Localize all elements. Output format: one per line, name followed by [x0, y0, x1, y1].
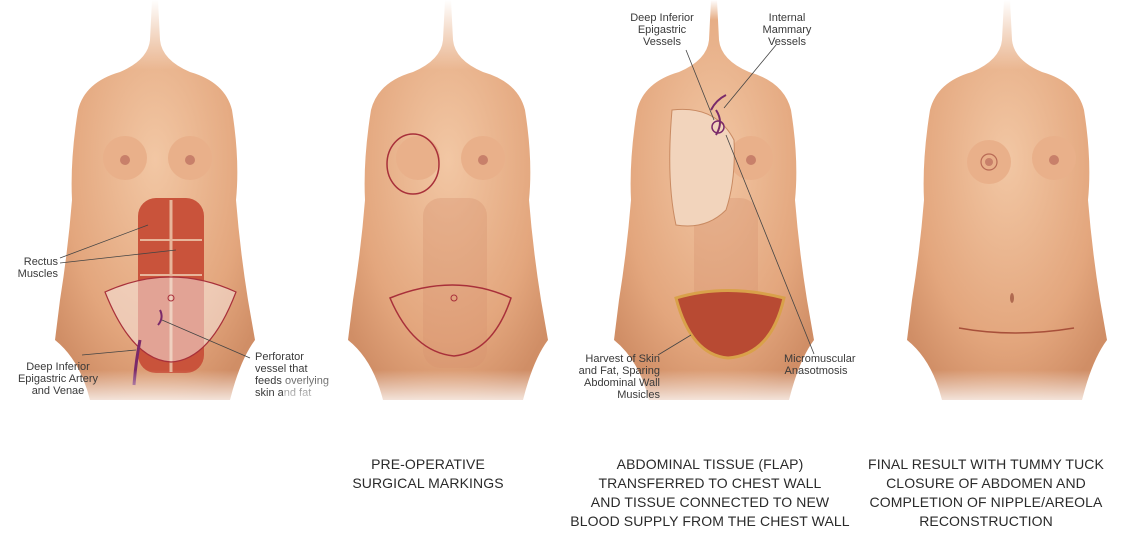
label-epigastric-artery: Deep Inferior Epigastric Artery and Vena…: [6, 361, 110, 397]
label-deep-inferior-vessels: Deep Inferior Epigastric Vessels: [622, 12, 702, 48]
label-micromuscular: Micromuscular Anasotmosis: [784, 353, 848, 377]
panel-flap-transfer: Deep Inferior Epigastric Vessels Interna…: [566, 0, 849, 539]
caption-flap-transfer: ABDOMINAL TISSUE (FLAP) TRANSFERRED TO C…: [560, 455, 860, 531]
label-internal-mammary: Internal Mammary Vessels: [752, 12, 822, 48]
panel-pre-operative: PRE-OPERATIVE SURGICAL MARKINGS: [283, 0, 566, 539]
caption-final-result: FINAL RESULT WITH TUMMY TUCK CLOSURE OF …: [841, 455, 1131, 531]
label-rectus-muscles: Rectus Muscles: [10, 256, 58, 280]
caption-pre-operative: PRE-OPERATIVE SURGICAL MARKINGS: [313, 455, 543, 493]
panel-rectus-anatomy: Rectus Muscles Deep Inferior Epigastric …: [0, 0, 283, 539]
label-harvest: Harvest of Skin and Fat, Sparing Abdomin…: [542, 353, 660, 401]
panel-final-result: FINAL RESULT WITH TUMMY TUCK CLOSURE OF …: [849, 0, 1132, 539]
